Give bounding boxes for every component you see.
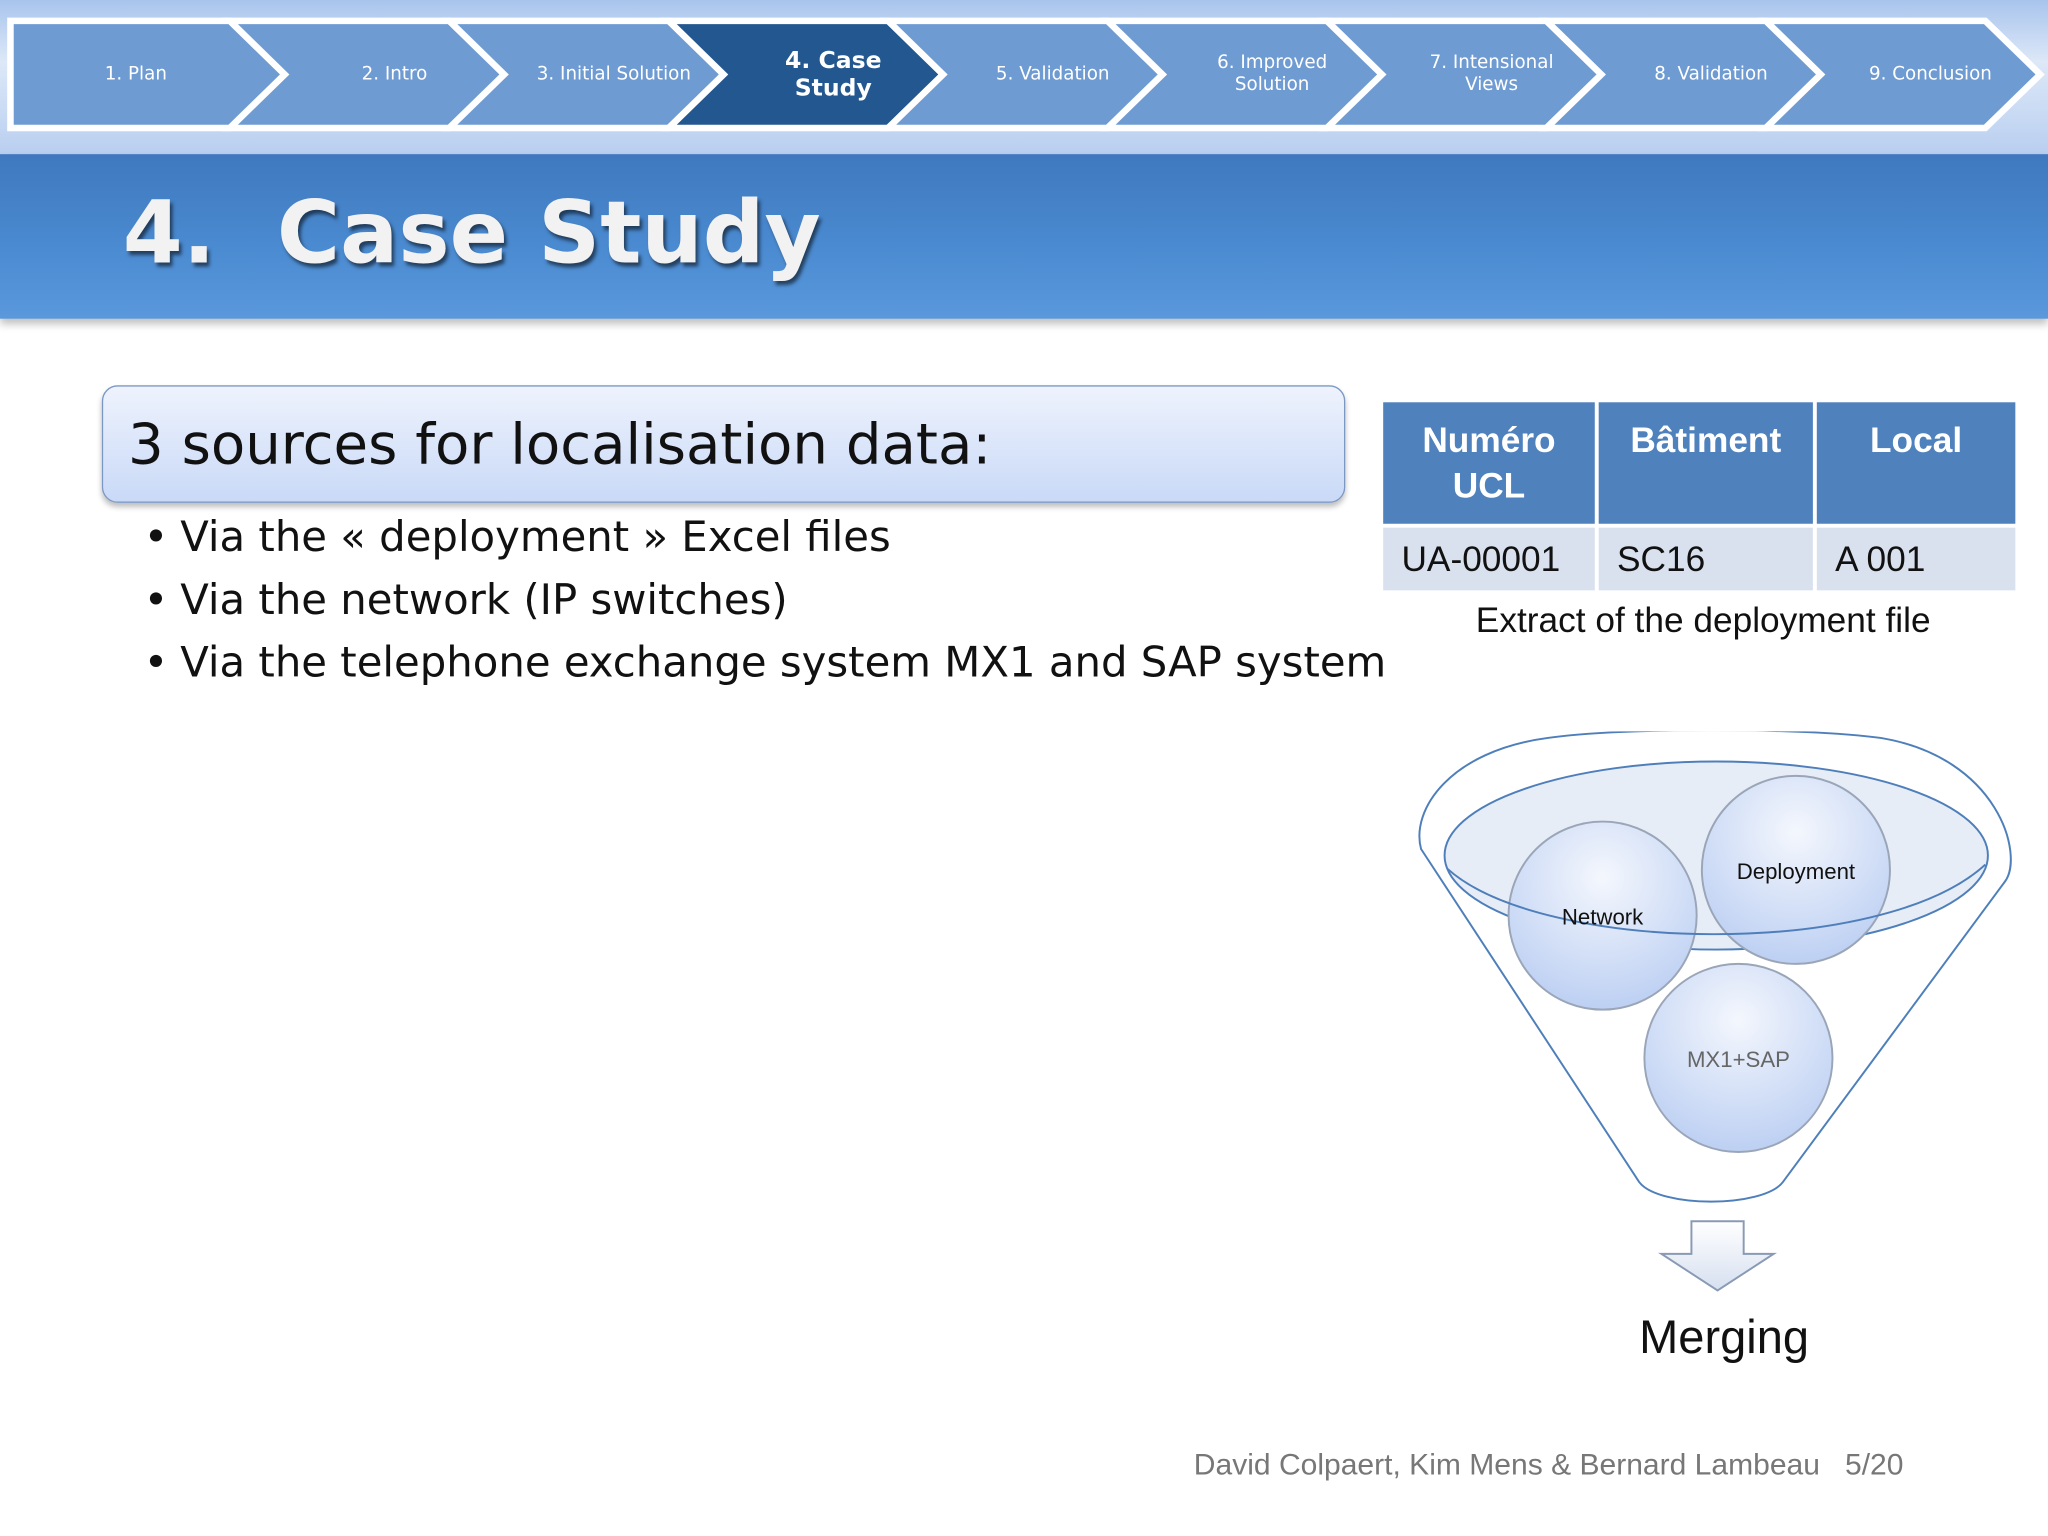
- table-cell: UA-00001: [1383, 527, 1595, 591]
- footer: David Colpaert, Kim Mens & Bernard Lambe…: [1194, 1447, 1904, 1482]
- nav-step-9[interactable]: 9. Conclusion: [1868, 63, 1992, 85]
- down-arrow-icon: [1658, 1220, 1778, 1292]
- nav-step-2[interactable]: 2. Intro: [361, 63, 428, 85]
- bullet-text: Via the telephone exchange system MX1 an…: [180, 637, 1387, 688]
- progress-chevrons: [7, 17, 2045, 132]
- nav-step-3[interactable]: 3. Initial Solution: [536, 63, 691, 85]
- circle-mx1-sap: [1643, 962, 1834, 1153]
- circle-network: [1507, 820, 1698, 1011]
- bullet-dot: •: [143, 511, 169, 562]
- footer-authors: David Colpaert, Kim Mens & Bernard Lambe…: [1193, 1447, 1820, 1482]
- table-caption: Extract of the deployment file: [1475, 600, 1931, 640]
- bullet-text: Via the network (IP switches): [180, 574, 788, 625]
- label-mx1-sap: MX1+SAP: [1687, 1047, 1790, 1072]
- nav-step-1[interactable]: 1. Plan: [104, 63, 167, 85]
- bullet-item: •Via the telephone exchange system MX1 a…: [144, 637, 1387, 687]
- label-deployment: Deployment: [1737, 859, 1855, 884]
- circle-deployment: [1700, 774, 1891, 965]
- funnel-diagram: Network Deployment MX1+SAP: [1418, 731, 2012, 1292]
- table-header: Local: [1816, 402, 2016, 524]
- page-title: Case Study: [276, 182, 821, 284]
- page-number: 5/20: [1844, 1447, 1904, 1482]
- table-header: Bâtiment: [1598, 402, 1813, 524]
- label-network: Network: [1562, 905, 1644, 930]
- bullet-text: Via the « deployment » Excel files: [180, 511, 891, 562]
- bullet-dot: •: [143, 637, 169, 688]
- heading-text: 3 sources for localisation data:: [127, 412, 992, 479]
- nav-step-5[interactable]: 5. Validation: [995, 63, 1110, 85]
- bullet-item: •Via the network (IP switches): [144, 575, 788, 625]
- nav-chevron[interactable]: [1757, 17, 2045, 132]
- bullet-item: •Via the « deployment » Excel files: [144, 512, 891, 562]
- funnel-rim-front: [1446, 863, 1986, 936]
- title-number: 4.: [122, 182, 216, 284]
- bullet-dot: •: [143, 574, 169, 625]
- funnel-result: Merging: [1639, 1310, 1810, 1364]
- title-banner: [0, 154, 2048, 319]
- table-cell: A 001: [1816, 527, 2016, 591]
- table-row: UA-00001 SC16 A 001: [1383, 527, 2016, 591]
- nav-step-8[interactable]: 8. Validation: [1654, 63, 1768, 85]
- table-cell: SC16: [1598, 527, 1813, 591]
- heading-box: [101, 385, 1346, 503]
